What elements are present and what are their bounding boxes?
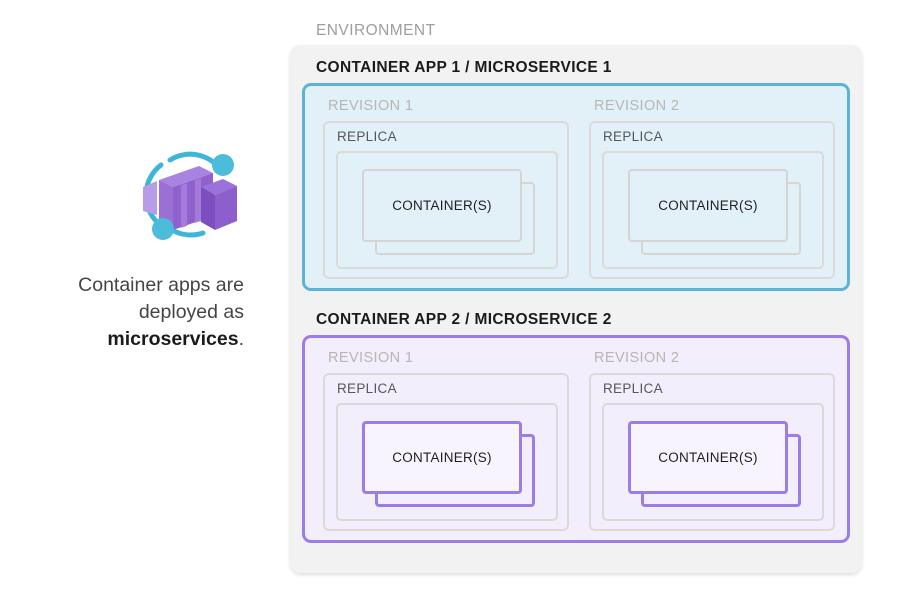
app1-revision-1-replica-label: REPLICA (337, 129, 397, 144)
container-app-1-title: CONTAINER APP 1 / MICROSERVICE 1 (316, 59, 612, 76)
app1-revision-1-replica: REPLICA CONTAINER(S) (323, 121, 569, 279)
app1-revision-1-label: REVISION 1 (328, 98, 414, 114)
caption-period: . (238, 328, 244, 350)
caption-line-1: Container apps are (78, 274, 244, 296)
app2-revision-1-container-front: CONTAINER(S) (362, 421, 522, 494)
app2-revision-2-container-stack: CONTAINER(S) (628, 421, 803, 509)
container-app-2-body: REVISION 1 REPLICA CONTAINER(S) REVISION (302, 335, 850, 543)
app2-revision-1-replica-inner-frame: CONTAINER(S) (336, 403, 558, 521)
app2-revision-2-label: REVISION 2 (594, 350, 680, 366)
app1-revision-1-container-label: CONTAINER(S) (392, 198, 492, 213)
environment-label: ENVIRONMENT (316, 22, 436, 39)
left-info-panel: Container apps are deployed as microserv… (0, 0, 280, 598)
app1-revision-2: REVISION 2 REPLICA CONTAINER(S) (581, 96, 843, 282)
app2-revision-2-replica: REPLICA CONTAINER(S) (589, 373, 835, 531)
container-app-group-1: CONTAINER APP 1 / MICROSERVICE 1 REVISIO… (290, 59, 862, 307)
app2-revision-2-container-front: CONTAINER(S) (628, 421, 788, 494)
app1-revision-2-replica-inner-frame: CONTAINER(S) (602, 151, 824, 269)
app2-revision-2-container-label: CONTAINER(S) (658, 450, 758, 465)
app2-revision-1: REVISION 1 REPLICA CONTAINER(S) (315, 348, 577, 534)
caption-text: Container apps are deployed as microserv… (20, 272, 244, 353)
app1-revision-1: REVISION 1 REPLICA CONTAINER(S) (315, 96, 577, 282)
app1-revision-1-container-stack: CONTAINER(S) (362, 169, 537, 257)
azure-container-apps-icon (137, 140, 243, 248)
app1-revision-2-replica: REPLICA CONTAINER(S) (589, 121, 835, 279)
app2-revision-2-replica-label: REPLICA (603, 381, 663, 396)
app2-revision-1-replica: REPLICA CONTAINER(S) (323, 373, 569, 531)
app2-revision-2-replica-inner-frame: CONTAINER(S) (602, 403, 824, 521)
app1-revision-2-label: REVISION 2 (594, 98, 680, 114)
app1-revision-2-container-stack: CONTAINER(S) (628, 169, 803, 257)
container-app-group-2: CONTAINER APP 2 / MICROSERVICE 2 REVISIO… (290, 311, 862, 559)
app1-revision-2-container-front: CONTAINER(S) (628, 169, 788, 242)
app1-revision-1-replica-inner-frame: CONTAINER(S) (336, 151, 558, 269)
caption-emphasis: microservices (107, 328, 239, 350)
container-app-1-body: REVISION 1 REPLICA CONTAINER(S) REVISION (302, 83, 850, 291)
app1-revision-2-replica-label: REPLICA (603, 129, 663, 144)
app1-revision-2-container-label: CONTAINER(S) (658, 198, 758, 213)
app2-revision-1-label: REVISION 1 (328, 350, 414, 366)
environment-container: CONTAINER APP 1 / MICROSERVICE 1 REVISIO… (290, 45, 862, 573)
app2-revision-1-container-stack: CONTAINER(S) (362, 421, 537, 509)
container-app-2-title: CONTAINER APP 2 / MICROSERVICE 2 (316, 311, 612, 328)
app2-revision-2: REVISION 2 REPLICA CONTAINER(S) (581, 348, 843, 534)
caption-line-2: deployed as (138, 301, 244, 323)
app1-revision-1-container-front: CONTAINER(S) (362, 169, 522, 242)
app2-revision-1-replica-label: REPLICA (337, 381, 397, 396)
app2-revision-1-container-label: CONTAINER(S) (392, 450, 492, 465)
